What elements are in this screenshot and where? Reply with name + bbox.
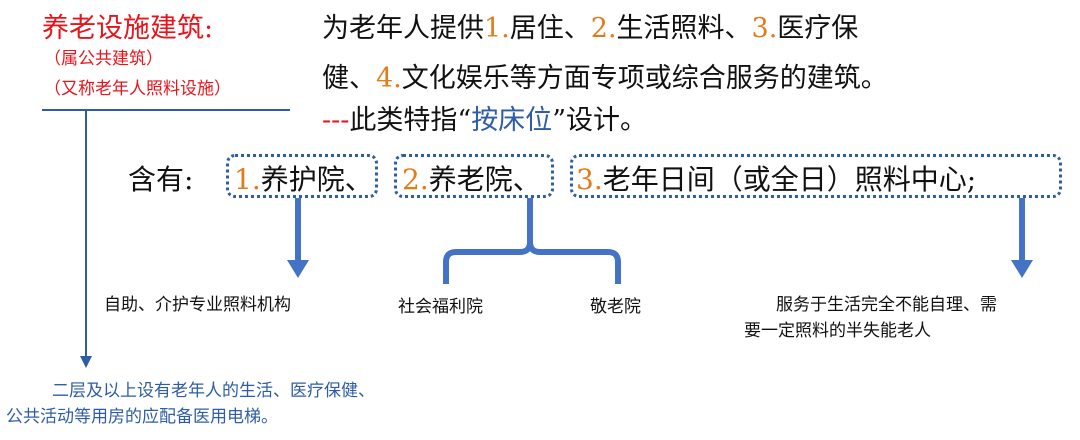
note-welfare-home: 社会福利院 xyxy=(398,297,483,317)
definition-line-1: 为老年人提供1.居住、2.生活照料、3.医疗保 xyxy=(322,13,859,44)
elevator-arrow-head xyxy=(80,356,92,368)
contains-label: 含有: xyxy=(128,163,194,196)
item-box-elder-care-home xyxy=(394,154,554,198)
nursing-arrow-head xyxy=(287,260,309,278)
item-elder-care-home: 2.养老院、 xyxy=(402,163,541,196)
note-elevator-line-2: 公共活动等用房的应配备医用电梯。 xyxy=(6,407,278,427)
definition-line-2: 健、4.文化娱乐等方面专项或综合服务的建筑。 xyxy=(322,63,888,94)
note-daycare-line-2: 要一定照料的半失能老人 xyxy=(744,321,931,341)
elder-care-bracket xyxy=(443,198,621,284)
facility-subtitle-public: （属公共建筑） xyxy=(44,49,163,69)
daycare-arrow-head xyxy=(1011,260,1033,278)
facility-subtitle-alias: （又称老年人照料设施） xyxy=(44,79,231,99)
item-box-daycare-center xyxy=(570,154,1062,198)
item-nursing-home: 1.养护院、 xyxy=(234,163,373,196)
facility-title: 养老设施建筑: xyxy=(42,13,214,44)
note-elevator-line-1: 二层及以上设有老年人的生活、医疗保健、 xyxy=(52,381,375,401)
item-box-nursing-home xyxy=(226,154,378,198)
note-nursing-home: 自助、介护专业照料机构 xyxy=(104,295,291,315)
note-daycare-line-1: 服务于生活完全不能自理、需 xyxy=(776,295,997,315)
note-elder-home: 敬老院 xyxy=(590,297,641,317)
definition-line-3: ---此类特指“按床位”设计。 xyxy=(322,105,647,136)
item-daycare-center: 3.老年日间（或全日）照料中心; xyxy=(576,163,977,196)
